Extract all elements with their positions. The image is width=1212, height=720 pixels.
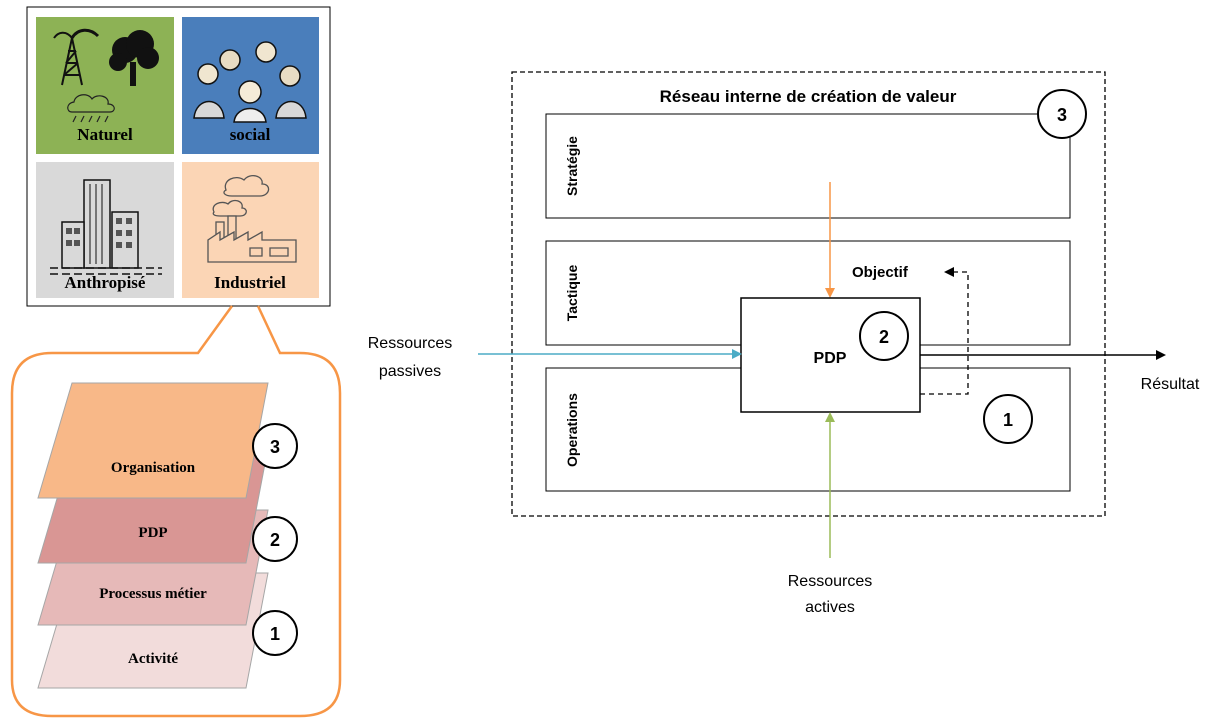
- rain-cloud-icon: [67, 94, 115, 123]
- active-resources-label: Ressources actives: [788, 573, 872, 616]
- buildings-icon: [50, 179, 162, 275]
- svg-text:2: 2: [879, 327, 889, 347]
- tree-icon: [109, 30, 159, 86]
- svg-text:2: 2: [270, 530, 280, 550]
- svg-text:Ressources: Ressources: [368, 335, 452, 352]
- result-label: Résultat: [1141, 376, 1200, 393]
- lane-strategie: [545, 113, 1071, 219]
- capital-naturel: Naturel: [36, 17, 174, 154]
- svg-text:actives: actives: [805, 599, 855, 616]
- layer-marker-2: 2: [252, 516, 298, 562]
- svg-text:1: 1: [270, 624, 280, 644]
- capital-label-naturel: Naturel: [77, 125, 133, 144]
- capital-label-industriel: Industriel: [214, 273, 286, 292]
- layer-organisation: Organisation: [37, 382, 269, 499]
- people-icon: [193, 41, 307, 123]
- factory-icon: [207, 174, 297, 263]
- layer-label-activite: Activité: [128, 651, 178, 667]
- lane-label-operations: Operations: [564, 393, 580, 467]
- pdp-marker-2: 2: [859, 311, 909, 361]
- capital-anthropise: Anthropisé: [36, 162, 174, 298]
- oil-derrick-icon: [53, 28, 100, 86]
- capitals-panel: Naturel social: [26, 6, 331, 307]
- capital-label-anthropise: Anthropisé: [65, 273, 146, 292]
- layer-stack: Activité Processus métier PDP Organisati…: [37, 382, 269, 689]
- capital-label-social: social: [230, 125, 271, 144]
- network-marker-3: 3: [1037, 89, 1087, 139]
- network-title: Réseau interne de création de valeur: [660, 87, 957, 106]
- feedback-dashed-arrow: [920, 267, 969, 395]
- lane-label-strategie: Stratégie: [564, 136, 580, 196]
- layer-label-pdp: PDP: [138, 525, 167, 541]
- capital-industriel: Industriel: [182, 162, 319, 298]
- objective-label: Objectif: [852, 264, 909, 281]
- network-boundary: [511, 71, 1106, 517]
- operations-marker-1: 1: [983, 394, 1033, 444]
- svg-text:passives: passives: [379, 363, 441, 380]
- pdp-label: PDP: [814, 350, 847, 367]
- svg-text:Ressources: Ressources: [788, 573, 872, 590]
- value-network: Réseau interne de création de valeur Str…: [478, 71, 1166, 558]
- layer-label-organisation: Organisation: [111, 460, 196, 476]
- lane-label-tactique: Tactique: [564, 265, 580, 322]
- layers-callout: [10, 305, 342, 718]
- layer-label-processus: Processus métier: [99, 586, 207, 602]
- svg-text:3: 3: [1057, 105, 1067, 125]
- passive-resources-label: Ressources passives: [368, 335, 452, 380]
- layer-marker-3: 3: [252, 423, 298, 469]
- svg-text:1: 1: [1003, 410, 1013, 430]
- layer-marker-1: 1: [252, 610, 298, 656]
- capital-social: social: [182, 17, 319, 154]
- svg-text:3: 3: [270, 437, 280, 457]
